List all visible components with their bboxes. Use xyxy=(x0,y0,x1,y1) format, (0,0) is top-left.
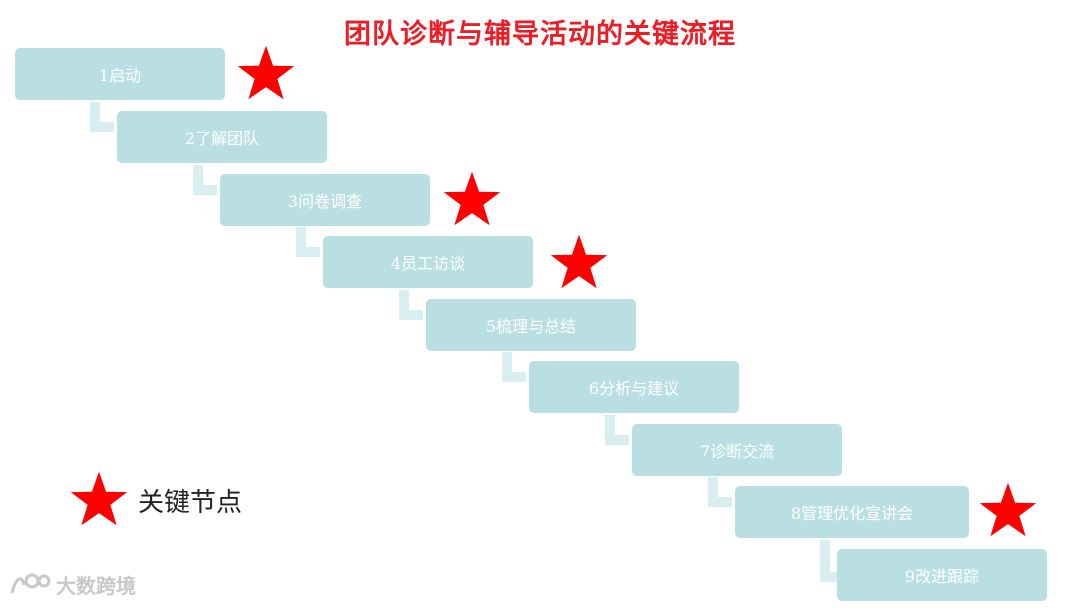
connector xyxy=(90,102,114,132)
step-6-analysis: 6分析与建议 xyxy=(529,361,739,413)
step-4-interviews: 4员工访谈 xyxy=(323,236,533,288)
watermark: 大数跨境 xyxy=(8,570,136,599)
step-label: 3问卷调查 xyxy=(287,192,363,211)
step-label: 1启动 xyxy=(98,66,142,85)
star-icon xyxy=(441,170,503,230)
star-icon xyxy=(548,233,610,293)
star-icon xyxy=(977,481,1039,541)
step-label: 5梳理与总结 xyxy=(485,317,577,336)
step-label: 7诊断交流 xyxy=(699,442,775,461)
legend-label: 关键节点 xyxy=(138,487,243,518)
connector xyxy=(708,477,732,507)
connector xyxy=(399,290,423,320)
connector xyxy=(502,352,526,382)
step-3-survey: 3问卷调查 xyxy=(220,174,430,226)
step-label: 4员工访谈 xyxy=(390,254,466,273)
step-9-tracking: 9改进跟踪 xyxy=(837,549,1047,601)
step-8-optimization-briefing: 8管理优化宣讲会 xyxy=(735,486,969,538)
watermark-text: 大数跨境 xyxy=(56,574,136,598)
step-label: 6分析与建议 xyxy=(588,379,680,398)
watermark-logo-icon xyxy=(10,573,51,593)
step-label: 2了解团队 xyxy=(184,129,260,148)
diagram-title: 团队诊断与辅导活动的关键流程 xyxy=(344,19,736,50)
connector xyxy=(820,540,844,582)
star-icon xyxy=(68,470,130,530)
step-label: 8管理优化宣讲会 xyxy=(790,504,914,523)
step-1-start: 1启动 xyxy=(15,48,225,100)
step-label: 9改进跟踪 xyxy=(904,567,980,586)
step-2-understand-team: 2了解团队 xyxy=(117,111,327,163)
connector xyxy=(193,165,217,195)
connector xyxy=(296,227,320,257)
star-icon xyxy=(235,44,297,104)
step-7-diagnosis-exchange: 7诊断交流 xyxy=(632,424,842,476)
legend: 关键节点 xyxy=(68,470,242,530)
step-5-summarize: 5梳理与总结 xyxy=(426,299,636,351)
connector xyxy=(605,415,629,445)
